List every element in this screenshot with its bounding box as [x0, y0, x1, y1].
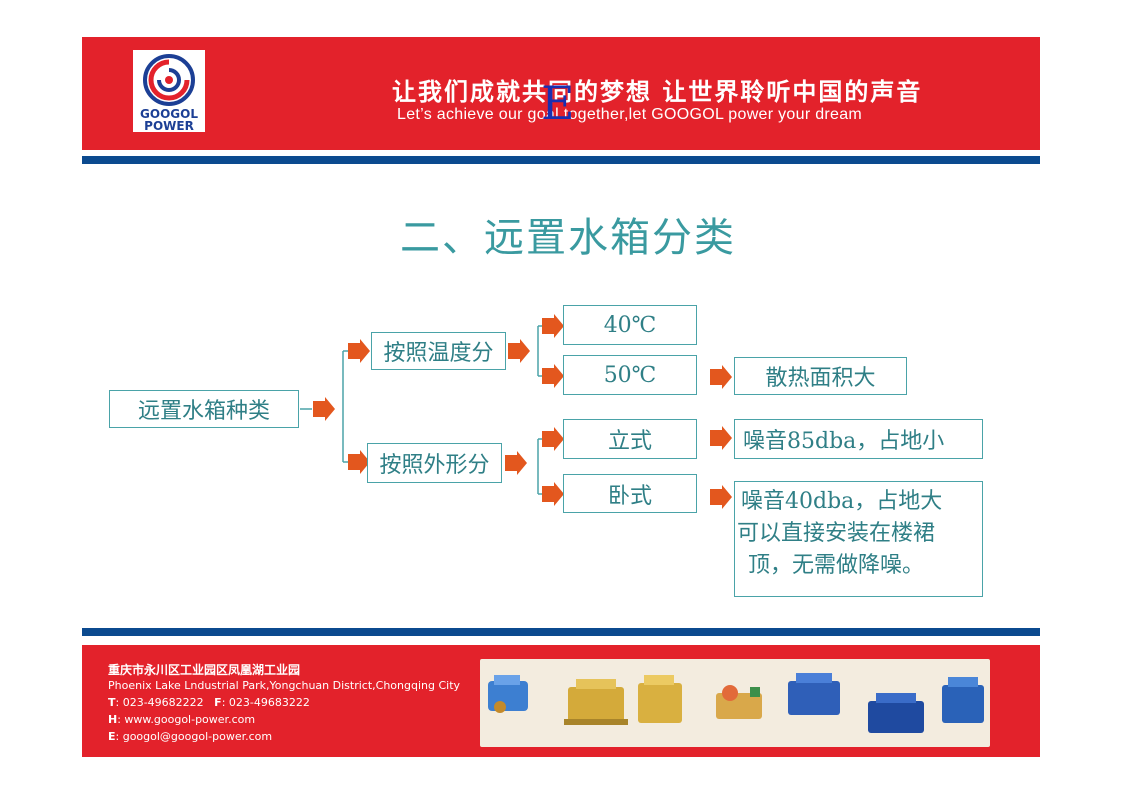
- engine-image-2: [564, 679, 628, 725]
- logo-text-googol: GOOGOL: [140, 107, 198, 121]
- footer-web-line: H: www.googol-power.com: [108, 713, 255, 726]
- arrow-vertical: [542, 427, 564, 451]
- slogan-english: Let’s achieve our goal together,let GOOG…: [397, 106, 863, 123]
- arrow-temp-in: [348, 339, 370, 363]
- footer-address-cn: 重庆市永川区工业园区凤凰湖工业园: [108, 663, 301, 677]
- engine-gallery: [480, 659, 990, 747]
- arrow-shape-out: [505, 451, 527, 475]
- result-horizontal-line-3: 顶，无需做降噪。: [741, 553, 924, 578]
- result-horizontal-line-1: 噪音40dba，占地大: [741, 489, 943, 514]
- arrow-50-result: [710, 365, 732, 389]
- web-link[interactable]: : www.googol-power.com: [117, 713, 256, 726]
- result-vertical-box: 噪音85dba，占地小: [734, 419, 983, 459]
- temp-50-box: 50℃: [563, 355, 697, 395]
- engine-image-5: [788, 673, 840, 715]
- footer-blue-rule: [82, 628, 1040, 636]
- footer-phone-line: T: 023-49682222 F: 023-49683222: [108, 696, 310, 709]
- arrow-50: [542, 364, 564, 388]
- arrow-root: [313, 397, 335, 421]
- shape-horizontal-box: 卧式: [563, 474, 697, 513]
- slide-title: 二、远置水箱分类: [400, 215, 736, 261]
- arrow-vertical-result: [710, 426, 732, 450]
- header-blue-rule: [82, 156, 1040, 164]
- arrow-horizontal: [542, 482, 564, 506]
- phone-label: T: [108, 696, 116, 709]
- shape-vertical-box: 立式: [563, 419, 697, 459]
- header-banner: [82, 37, 1040, 150]
- arrow-40: [542, 314, 564, 338]
- temp-40-box: 40℃: [563, 305, 697, 345]
- fax-label: F: [214, 696, 222, 709]
- logo-text-power: POWER: [144, 119, 194, 132]
- engine-image-6: [868, 693, 924, 733]
- arrow-horizontal-result: [710, 485, 732, 509]
- branch-temperature-box: 按照温度分: [371, 332, 506, 370]
- result-horizontal-box: 噪音40dba，占地大 可以直接安装在楼裙 顶，无需做降噪。: [734, 481, 983, 597]
- stray-letter: E: [541, 76, 575, 130]
- engine-image-7: [942, 677, 984, 723]
- result-horizontal-line-2: 可以直接安装在楼裙: [737, 521, 936, 546]
- email-label: E: [108, 730, 116, 743]
- googol-power-logo: GOOGOL POWER: [133, 50, 205, 132]
- engine-image-3: [638, 675, 682, 723]
- phone-number: : 023-49682222: [115, 696, 204, 709]
- footer-address-en: Phoenix Lake Lndustrial Park,Yongchuan D…: [108, 679, 461, 692]
- engine-image-4: [716, 685, 762, 719]
- result-50-box: 散热面积大: [734, 357, 907, 395]
- engine-illustrations: [488, 673, 984, 733]
- engine-image-1: [488, 675, 528, 713]
- branch-shape-box: 按照外形分: [367, 443, 502, 483]
- email-link[interactable]: : googol@googol-power.com: [115, 730, 273, 743]
- footer-email-line: E: googol@googol-power.com: [108, 730, 272, 743]
- root-box: 远置水箱种类: [109, 390, 299, 428]
- fax-number: : 023-49683222: [221, 696, 310, 709]
- arrow-temp-out: [508, 339, 530, 363]
- slogan-chinese: 让我们成就共同的梦想 让世界聆听中国的声音: [392, 78, 923, 106]
- web-label: H: [108, 713, 118, 726]
